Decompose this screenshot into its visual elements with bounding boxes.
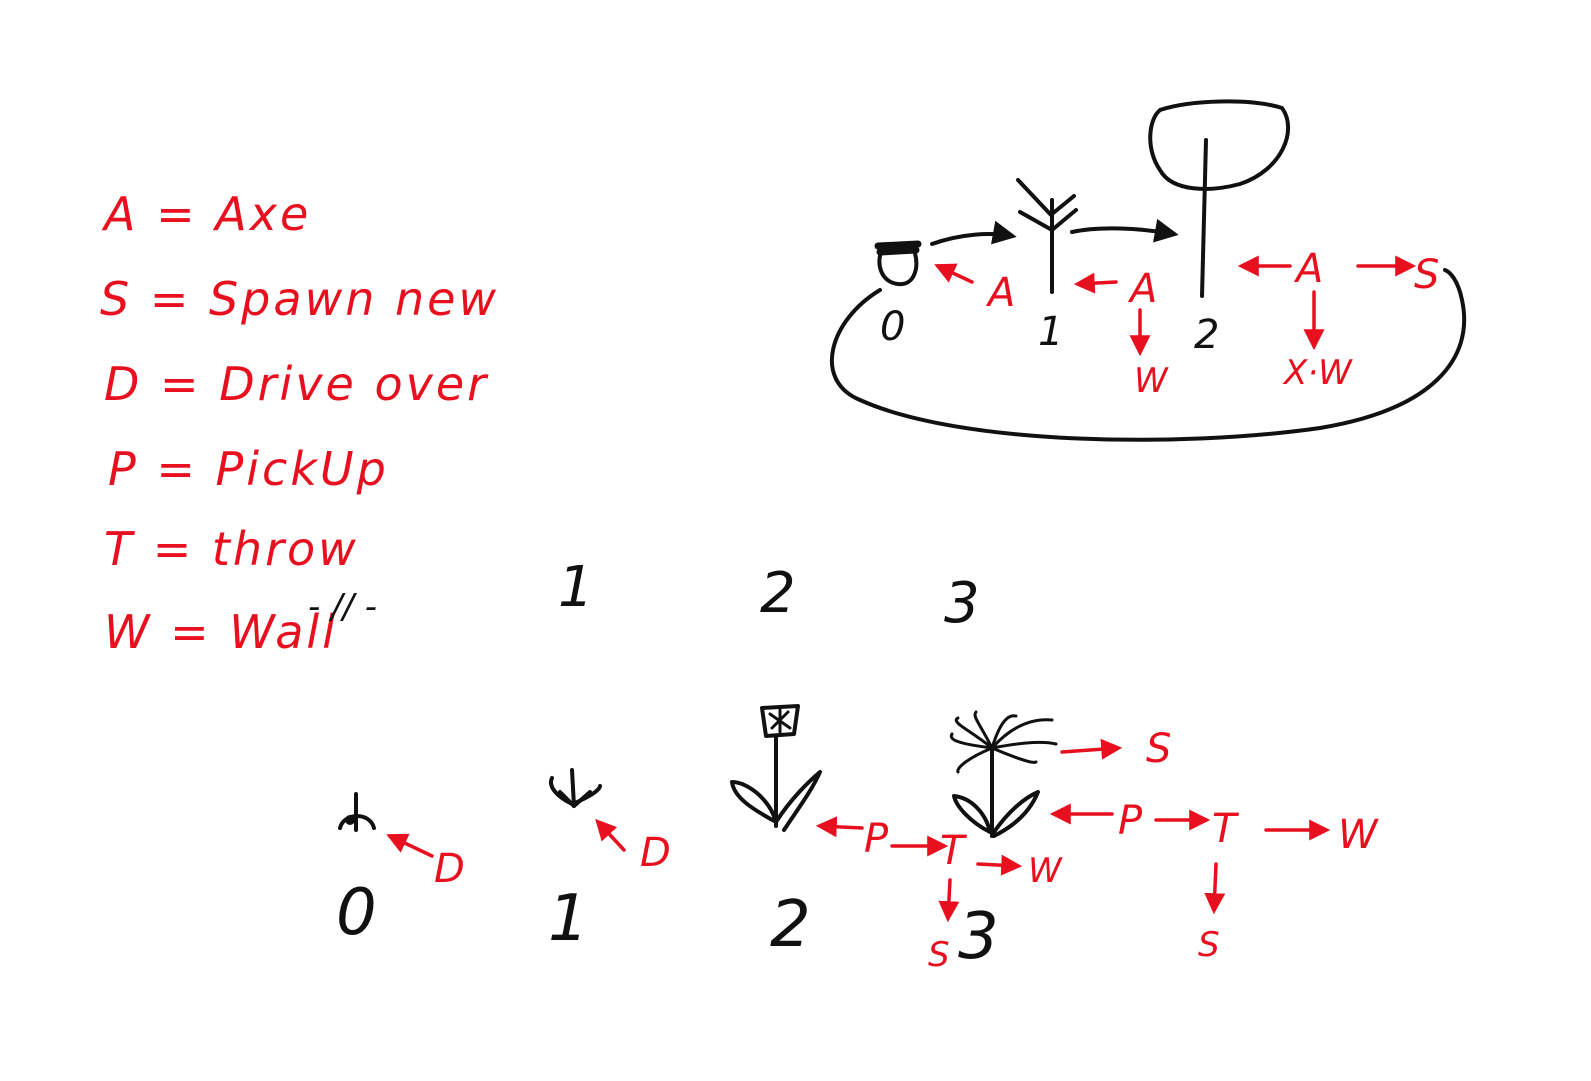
- flower-label-pickup-1: P: [864, 816, 889, 862]
- flower-stage-number-2: 2: [770, 888, 811, 962]
- flower-spawn-arrow-top: [1060, 738, 1123, 760]
- tree-cycle-diagram: A A W A S X·W 0 1 2: [829, 99, 1467, 442]
- tree-stage-number-1: 1: [1038, 309, 1063, 355]
- flower-label-wall-1: W: [1028, 851, 1063, 891]
- legend: A = Axe S = Spawn new D = Drive over P =…: [100, 187, 499, 659]
- flower-stage-number-3: 3: [958, 900, 999, 974]
- header-number-3: 3: [944, 571, 980, 636]
- flower-stage-3-bloom: [949, 710, 1058, 838]
- flower-spawn-arrow-1: [938, 878, 960, 923]
- flower-drive-arrow-0: [386, 833, 434, 858]
- flower-label-drive-1: D: [640, 830, 671, 876]
- tree-stage-2-grown-tree: [1148, 99, 1291, 298]
- flower-stage-number-0: 0: [336, 876, 377, 950]
- tree-label-spawn: S: [1414, 252, 1439, 298]
- tree-stage-0-stump: [874, 240, 922, 287]
- stage-header-numbers: 1 2 3: [558, 555, 980, 636]
- legend-ditto-mark: - // -: [308, 587, 377, 627]
- tree-stage-1-sapling: [1016, 178, 1078, 294]
- flower-stage-1-sprout: [549, 768, 602, 808]
- header-number-1: 1: [558, 555, 594, 620]
- flower-label-spawn-2: S: [1198, 925, 1220, 965]
- flower-label-pickup-2: P: [1118, 798, 1143, 844]
- legend-drive-over: D = Drive over: [104, 357, 489, 411]
- flower-label-spawn-1: S: [928, 935, 950, 975]
- flower-drive-arrow-1: [595, 818, 626, 852]
- tree-stage-number-2: 2: [1194, 312, 1219, 358]
- legend-axe: A = Axe: [101, 187, 311, 241]
- flower-stage-0-seedling: [338, 792, 376, 832]
- legend-throw: T = throw: [104, 522, 359, 576]
- tree-stage-number-0: 0: [880, 304, 905, 350]
- flower-label-wall-2: W: [1338, 812, 1379, 858]
- legend-pick-up: P = PickUp: [108, 442, 389, 496]
- flower-pickup-arrow-1: [815, 816, 864, 838]
- flower-label-spawn-top: S: [1146, 726, 1171, 772]
- tree-axe-arrow-1-to-0: [934, 263, 974, 284]
- legend-wall: W = Wall: [104, 605, 338, 659]
- tree-arrow-1-to-2: [1070, 218, 1179, 243]
- tree-cycle-loop-outline: [829, 268, 1467, 442]
- tree-axe-arrow-2-to-1: [1073, 272, 1118, 294]
- tree-label-axe-3: A: [1293, 246, 1323, 292]
- tree-label-wall: W: [1134, 361, 1169, 401]
- tree-arrow-0-to-1: [930, 220, 1017, 246]
- flower-stage-number-1: 1: [548, 882, 589, 956]
- legend-spawn-new: S = Spawn new: [100, 272, 499, 326]
- flower-label-throw-2: T: [1212, 806, 1240, 852]
- tree-label-axe-1: A: [985, 270, 1015, 316]
- flower-spawn-arrow-2: [1204, 862, 1226, 915]
- tree-label-x-wall: X·W: [1282, 353, 1353, 393]
- tree-label-axe-2: A: [1127, 266, 1157, 312]
- flower-label-throw-1: T: [940, 828, 968, 874]
- flower-wall-arrow-1: [976, 854, 1023, 876]
- header-number-2: 2: [760, 561, 796, 626]
- flower-cycle-diagram: D D P T W S S P T: [336, 704, 1379, 975]
- flower-label-drive-0: D: [434, 846, 465, 892]
- flower-stage-2-bud: [730, 704, 822, 832]
